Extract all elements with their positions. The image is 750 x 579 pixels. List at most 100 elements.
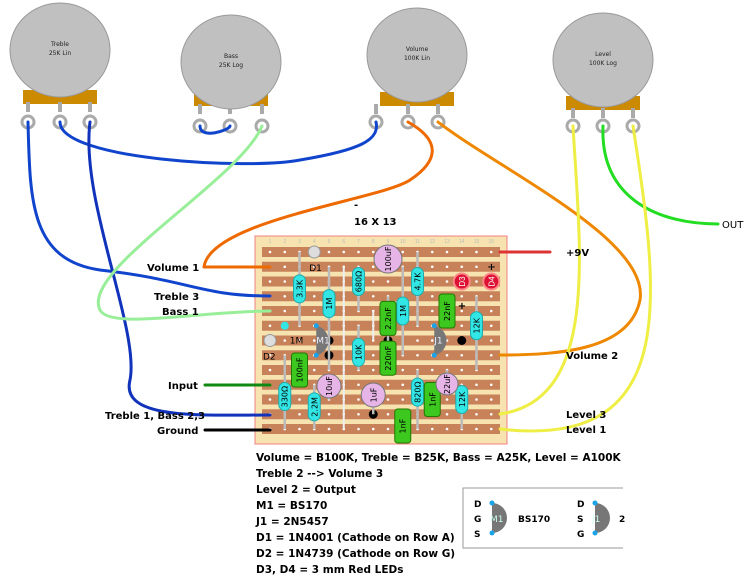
copper-strip [262,291,500,302]
label-ground: Ground [157,426,198,437]
hole [298,398,301,401]
diode-d1 [307,245,321,259]
capacitor-c100n [291,352,308,388]
pot-value: 100K Log [589,60,617,67]
column-number: 12 [429,239,435,245]
column-number: 3 [298,239,301,245]
board-size: 16 X 13 [354,217,397,228]
note-pot-values: Volume = B100K, Treble = B25K, Bass = A2… [256,452,621,464]
led-label: D4 [487,276,496,287]
column-number: 9 [387,239,390,245]
hole [371,250,375,254]
hole [401,250,405,254]
hole [430,368,434,372]
resistor-label: 12K [473,317,482,333]
wire-treble-2-volume-3 [58,120,378,166]
resistor-label: 1M [325,298,334,310]
column-number: 1 [269,239,272,245]
hole [460,265,464,269]
hole [489,339,493,342]
hole [401,398,405,401]
label-volume-1: Volume 1 [147,263,199,274]
hole [489,250,493,254]
hole [445,250,449,254]
resistor-r33k [293,274,306,304]
hole [445,280,449,283]
column-number: 16 [488,239,494,245]
column-number: 13 [444,239,450,245]
capacitor-c22n_b [438,293,456,329]
hole [371,294,375,298]
transistor-label: M1 [316,337,330,347]
copper-strip [262,276,500,287]
resistor-label: 680Ω [355,271,364,292]
copper-strip [262,379,500,390]
hole [430,294,434,298]
hole [445,427,449,431]
legend-m1-g: G [474,515,481,525]
capacitor-label: 100nF [296,357,305,382]
legend-m1-d: D [474,500,481,510]
note-d3-d4: D3, D4 = 3 mm Red LEDs [256,564,404,576]
hole [475,412,478,416]
capacitor-label: 1uF [369,387,378,402]
capacitor-label: 220nF [384,345,393,370]
transistor-pinout-legend: D G S M1 BS170 D S G J1 2 [462,487,625,549]
hole [475,383,478,387]
hole [298,427,301,431]
hole [489,353,493,357]
wire-bass-1 [96,124,272,321]
pot-value: 100K Lin [404,55,430,62]
hole [386,427,390,431]
resistor-r330 [278,382,292,412]
column-number: 4 [313,239,316,245]
resistor-r10k [352,337,365,367]
hole [489,324,493,328]
legend-j1-s: S [577,515,583,525]
wire-volume-2 [436,120,642,357]
column-number: 14 [459,239,465,245]
diode-d1-label: D1 [309,264,322,274]
hole [430,339,434,342]
hole [445,353,449,357]
column-number: 6 [342,239,345,245]
note-treble-volume: Treble 2 --> Volume 3 [256,468,384,480]
hole [312,368,316,372]
hole [283,280,287,283]
resistor-r47k [411,267,424,296]
hole [283,309,287,313]
label-treble1-bass23: Treble 1, Bass 2,3 [105,411,205,422]
wire-output [601,124,720,226]
label-level-3: Level 3 [566,410,606,421]
hole [268,353,272,357]
hole [371,265,375,269]
hole [430,427,434,431]
pot-knob [552,12,654,108]
hole [445,398,449,401]
hole [268,398,272,401]
hole [460,324,464,328]
resistor-r22m [307,392,321,422]
hole [416,339,419,342]
column-number: 7 [357,239,360,245]
hole [460,309,464,313]
column-number: 15 [474,239,480,245]
hole [357,250,360,254]
capacitor-label: 1nF [428,392,437,407]
hole [312,280,316,283]
capacitor-label: 22uF [443,374,452,394]
capacitor-c220n [379,340,397,376]
resistor-r1m_a [322,289,336,319]
hole [489,294,493,298]
resistor-label: 820Ω [414,381,423,402]
hole [430,250,434,254]
copper-strip [262,335,500,346]
hole [445,412,449,416]
hole [475,398,478,401]
pot-knob [366,7,468,103]
hole [327,427,331,431]
copper-strip [262,424,500,434]
transistor-label: J1 [433,337,442,347]
